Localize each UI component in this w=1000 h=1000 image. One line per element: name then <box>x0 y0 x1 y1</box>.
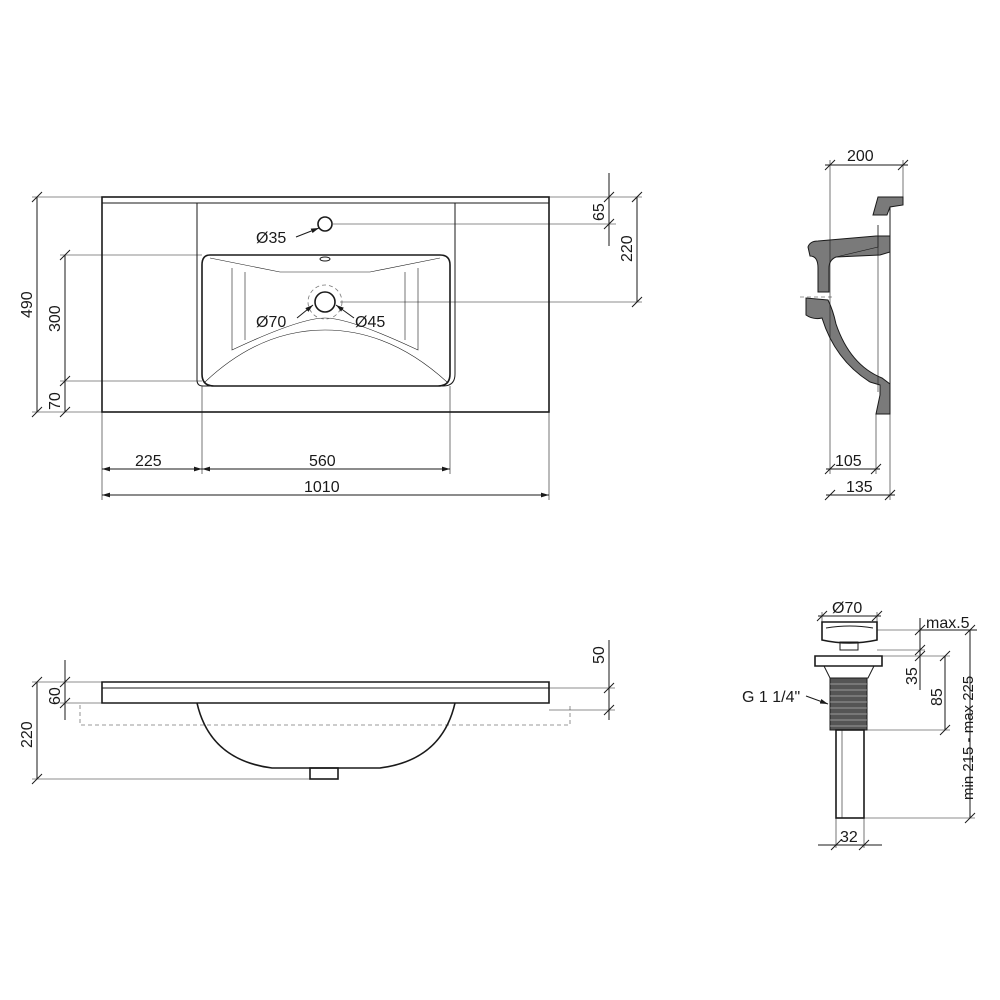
drain-pipe-diameter: 32 <box>840 829 858 846</box>
drain-cap-diameter: Ø70 <box>832 600 862 617</box>
dim-front-right-rim: 50 <box>591 646 608 664</box>
dim-front-height: 220 <box>19 721 36 748</box>
side-section: 200 105 135 <box>800 148 909 501</box>
section-bowl-wall <box>805 297 891 415</box>
drain-cap <box>821 621 878 644</box>
drain-flange <box>814 655 883 667</box>
front-view: 220 60 50 <box>19 640 615 785</box>
front-view-rim <box>101 681 550 704</box>
drain-stem <box>839 641 859 651</box>
section-rim-back <box>872 196 904 216</box>
overflow-hole <box>319 256 331 262</box>
tap-hole-diameter-label: Ø35 <box>256 230 286 247</box>
front-bowl <box>196 702 456 769</box>
dim-basin-width: 560 <box>309 453 336 470</box>
drain-tailpipe <box>835 729 865 819</box>
drain-outer <box>307 284 343 320</box>
front-hidden-outline <box>79 705 571 726</box>
dim-left-offset: 225 <box>135 453 162 470</box>
dim-front-rim: 60 <box>47 687 64 705</box>
drain-body-height: 85 <box>929 688 946 706</box>
dim-total-depth: 490 <box>19 291 36 318</box>
drain-upper-height: 35 <box>904 667 921 685</box>
basin-outline <box>201 254 451 387</box>
drain-thread <box>829 677 868 731</box>
drain-inner-diameter-label: Ø45 <box>355 314 385 331</box>
dim-section-top: 200 <box>847 148 874 165</box>
section-front-lip <box>807 235 891 293</box>
top-view-outline <box>101 196 550 413</box>
dim-total-width: 1010 <box>304 479 340 496</box>
front-drain-stub <box>309 767 339 780</box>
drain-thread-label: G 1 1/4" <box>742 689 800 706</box>
drain-cap-height: max.5 <box>926 615 970 632</box>
drain-detail: Ø70 max.5 35 85 min 215 - max 225 G 1 1/… <box>742 600 977 851</box>
top-view: Ø35 Ø70 Ø45 65 220 490 300 <box>19 173 643 500</box>
dim-drain-offset: 220 <box>619 235 636 262</box>
drain-hole <box>314 291 336 313</box>
dim-front-edge: 70 <box>47 392 64 410</box>
dim-section-outer: 135 <box>846 479 873 496</box>
dim-basin-depth: 300 <box>47 305 64 332</box>
tap-hole <box>317 216 333 232</box>
dim-section-inner: 105 <box>835 453 862 470</box>
drain-total-range: min 215 - max 225 <box>960 676 977 800</box>
drain-diameter-label: Ø70 <box>256 314 286 331</box>
dim-tap-offset: 65 <box>591 203 608 221</box>
